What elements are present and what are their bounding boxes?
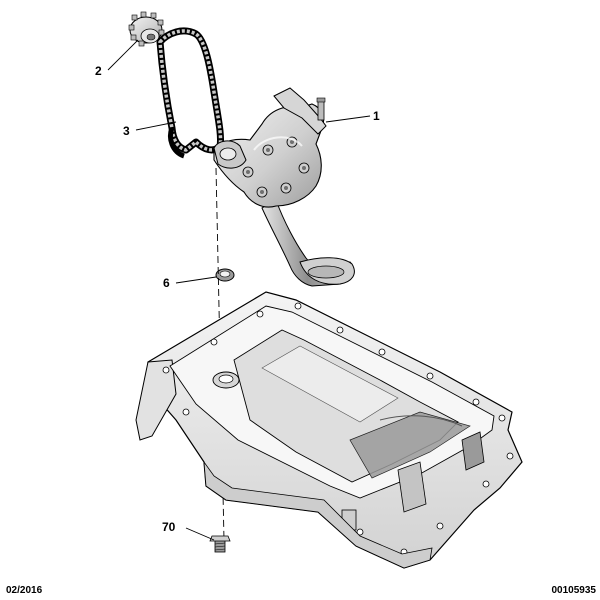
callout-2: 2: [95, 64, 102, 78]
bolt: [209, 535, 231, 553]
callout-3: 3: [123, 124, 130, 138]
date-stamp: 02/2016: [6, 585, 43, 596]
oil-sump-pan: [135, 291, 523, 569]
seal-ring: [215, 268, 235, 282]
leader-line-6: [175, 276, 217, 284]
sprocket: [128, 11, 165, 47]
callout-70: 70: [162, 520, 176, 534]
reference-number: 00105935: [551, 585, 597, 596]
oil-pump: [213, 87, 355, 287]
callout-6: 6: [163, 276, 170, 290]
leader-line-3: [135, 121, 177, 131]
callout-1: 1: [373, 109, 380, 123]
leader-line-70: [185, 527, 215, 541]
leader-lines: [107, 39, 371, 541]
leader-line-2: [107, 39, 139, 71]
drive-chain: [156, 27, 224, 159]
leader-line-1: [325, 115, 371, 123]
